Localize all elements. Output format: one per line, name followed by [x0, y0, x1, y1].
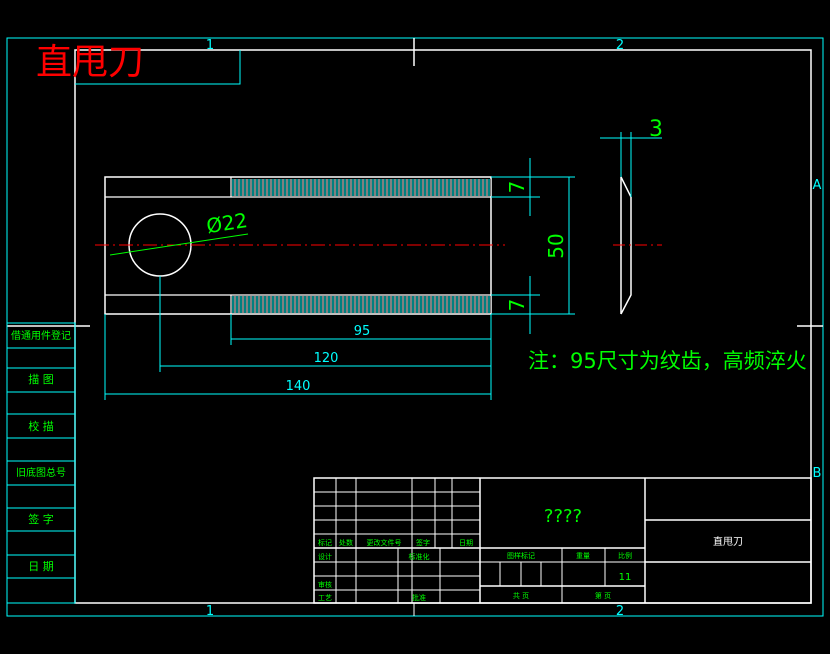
drawing-title: 直甩刀: [36, 42, 144, 83]
teeth-bottom: [232, 296, 491, 313]
teeth-top: [232, 179, 491, 196]
side-profile: [620, 176, 632, 315]
dim-thickness: 3: [649, 117, 663, 142]
tb-label-date: 日期: [459, 539, 473, 547]
side-block-frame: [6, 322, 76, 604]
hole-leader: [109, 233, 249, 256]
tb-part-name: 直甩刀: [713, 535, 743, 548]
side-block-label: 旧底图总号: [16, 466, 66, 479]
vertical-dims: 7 7 50: [491, 158, 575, 334]
tb-label-approve: 批准: [412, 593, 426, 602]
tb-label-count: 处数: [339, 538, 353, 547]
tb-label-design: 设计: [318, 552, 332, 561]
title-block: 标记 处数 更改文件号 签字 日期 设计 标准化 审核 工艺 批准 ???? 图…: [313, 477, 812, 604]
zone-label-bottom-2: 2: [616, 604, 624, 619]
drawing-number: ????: [544, 506, 582, 527]
tb-label-stage: 图样标记: [507, 551, 535, 560]
tb-sheet-total: 共 页: [513, 591, 529, 600]
tb-label-review: 审核: [318, 580, 332, 589]
code-box: [75, 50, 241, 85]
zone-label-top-2: 2: [616, 38, 624, 53]
side-block-label: 描 图: [28, 372, 54, 386]
side-block-label: 校 描: [28, 419, 54, 433]
tb-label-change: 更改文件号: [367, 538, 402, 547]
zone-label-top-1: 1: [206, 38, 214, 53]
side-block-label: 借通用件登记: [11, 329, 71, 342]
tb-label-scale: 比例: [618, 551, 632, 560]
technical-note: 注：95尺寸为纹齿，高频淬火: [528, 349, 807, 373]
zone-label-bottom-1: 1: [206, 604, 214, 619]
side-view: 3: [600, 117, 663, 315]
side-block-label: 日 期: [28, 560, 54, 573]
zone-label-a: A: [813, 178, 822, 193]
dim-total-length: 140: [286, 379, 311, 394]
dim-slot-bottom: 7: [505, 299, 529, 312]
zone-label-b: B: [813, 466, 822, 481]
dim-height: 50: [544, 233, 568, 258]
front-view: [95, 176, 505, 315]
tb-sheet-number: 第 页: [595, 591, 611, 600]
tb-label-standard: 标准化: [409, 552, 430, 561]
dim-slot-top: 7: [505, 181, 529, 194]
tb-scale-value: 11: [619, 572, 632, 583]
tb-label-mark: 标记: [318, 538, 332, 547]
dim-hole-position: 120: [314, 351, 339, 366]
tb-label-weight: 重量: [576, 552, 590, 560]
outer-frame: [6, 37, 824, 617]
horizontal-dims: 95 120 140: [104, 276, 492, 400]
side-block-label: 签 字: [28, 512, 54, 526]
tb-label-process: 工艺: [318, 594, 332, 602]
side-block: 借通用件登记 描 图 校 描 旧底图总号 签 字 日 期: [6, 322, 76, 604]
tb-label-sign: 签字: [416, 538, 430, 547]
dim-hole: Ø22: [205, 208, 249, 238]
dim-teeth-length: 95: [354, 324, 371, 339]
